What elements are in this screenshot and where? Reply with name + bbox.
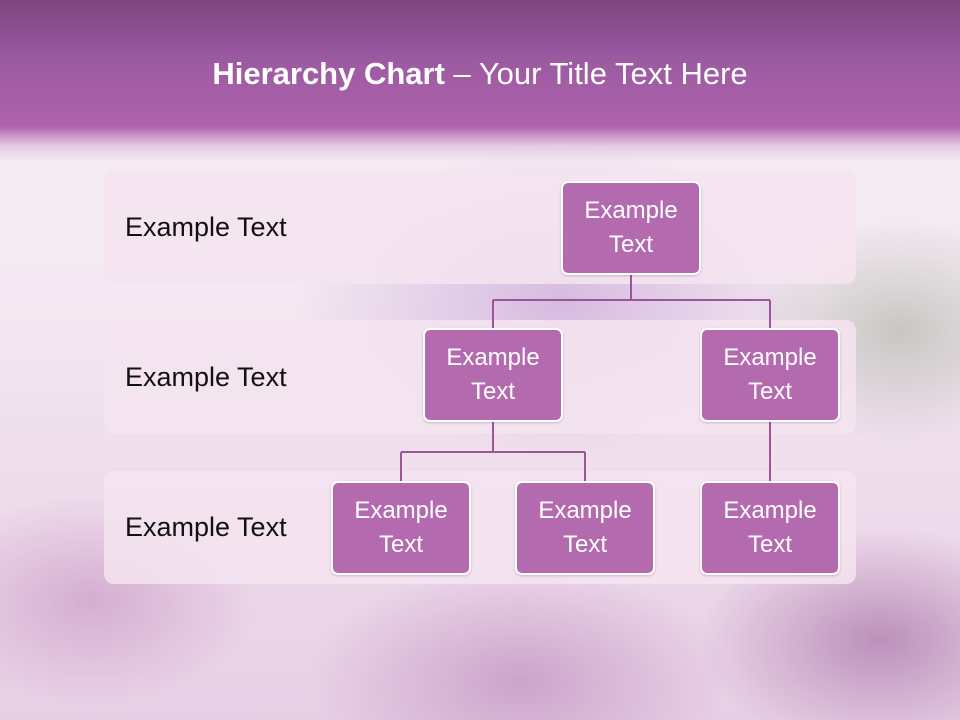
connector-left-to-level3 [400, 422, 586, 482]
row-label-3: Example Text [125, 512, 287, 542]
title-rest: – Your Title Text Here [444, 56, 748, 91]
org-node-level3-c-label: Example Text [723, 497, 817, 558]
org-node-root[interactable]: Example Text [561, 181, 701, 275]
org-node-root-label: Example Text [584, 197, 678, 258]
row-label-2: Example Text [125, 361, 287, 392]
org-node-level2-left-label: Example Text [446, 344, 540, 405]
hierarchy-row-1: Example Text [104, 171, 856, 284]
org-node-level2-left[interactable]: Example Text [423, 328, 563, 422]
slide-title: Hierarchy Chart – Your Title Text Here [0, 56, 960, 92]
row-label-1: Example Text [125, 212, 287, 242]
connector-root-to-level2 [492, 275, 771, 330]
title-band [0, 0, 960, 162]
org-node-level3-b[interactable]: Example Text [515, 481, 655, 575]
org-node-level3-a[interactable]: Example Text [331, 481, 471, 575]
title-bold: Hierarchy Chart [212, 56, 445, 91]
org-node-level3-a-label: Example Text [354, 497, 448, 558]
org-node-level2-right[interactable]: Example Text [700, 328, 840, 422]
org-node-level2-right-label: Example Text [723, 344, 817, 405]
org-node-level3-c[interactable]: Example Text [700, 481, 840, 575]
org-node-level3-b-label: Example Text [538, 497, 632, 558]
